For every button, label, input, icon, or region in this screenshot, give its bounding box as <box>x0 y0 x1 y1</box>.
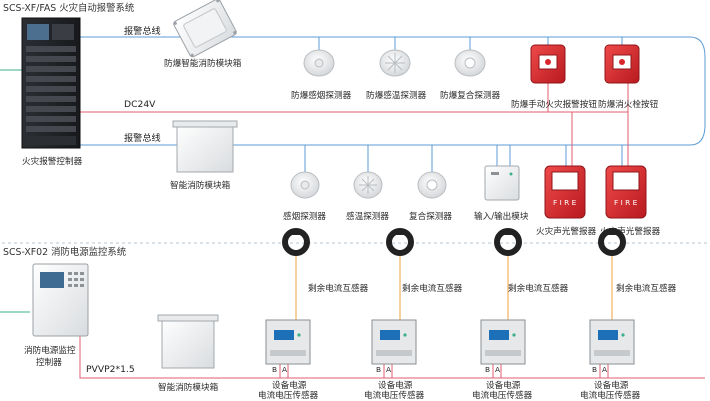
sensor-3-line1: 设备电源 <box>486 379 521 391</box>
pvvp-label: PVVP2*1.5 <box>86 364 135 375</box>
sensor-3-ct-label: 剩余电流互感器 <box>508 282 569 294</box>
io-module-label: 输入/输出模块 <box>474 210 529 222</box>
dc24v-label: DC24V <box>124 99 156 110</box>
sensor-4-line2: 电流电压传感器 <box>580 389 641 401</box>
ex-hydrant-button <box>604 44 640 84</box>
sensor-unit-3 <box>480 319 526 365</box>
sensor-2: 剩余电流互感器 B A 设备电源 电流电压传感器 <box>364 228 463 401</box>
sounder-strobe-2: F I R E <box>605 165 647 219</box>
sensor-1-line1: 设备电源 <box>272 379 307 391</box>
sensor-1-term-a: A <box>282 365 287 374</box>
current-transformer-2 <box>386 228 414 256</box>
power-system-title: SCS-XF02 消防电源监控系统 <box>3 246 126 258</box>
current-transformer-3 <box>494 228 522 256</box>
power-bus <box>79 335 705 379</box>
heat-detector <box>353 171 383 199</box>
current-transformer-4 <box>598 228 626 256</box>
sensor-1: 剩余电流互感器 B A 设备电源 电流电压传感器 <box>258 228 369 401</box>
composite-label: 复合探测器 <box>409 210 452 222</box>
ex-heat-label: 防爆感温探测器 <box>366 89 427 101</box>
power-monitor-controller <box>32 263 89 337</box>
sensor-3-term-b: B <box>485 365 490 374</box>
sensor-unit-4 <box>589 319 635 365</box>
fas-system-title: SCS-XF/FAS 火灾自动报警系统 <box>3 2 134 14</box>
power-controller-label-2: 控制器 <box>36 356 62 368</box>
sensor-unit-2 <box>371 319 417 365</box>
sensor-2-line1: 设备电源 <box>378 379 413 391</box>
composite-detector <box>417 171 447 199</box>
ex-smoke-detector <box>303 49 335 77</box>
alarm-bus-label-2: 报警总线 <box>124 132 161 144</box>
fire-alarm-controller <box>21 17 81 149</box>
current-transformer-1 <box>282 228 310 256</box>
sensor-4-term-b: B <box>592 365 597 374</box>
power-module-box <box>157 314 219 369</box>
smoke-label: 感烟探测器 <box>283 210 326 222</box>
ex-manual-alarm-button <box>530 44 566 84</box>
sounder-strobe-1: F I R E <box>544 165 586 219</box>
smoke-detector <box>290 171 320 199</box>
alarm-bus-top <box>80 36 706 146</box>
sensor-3-term-a: A <box>495 365 500 374</box>
sensor-1-term-b: B <box>272 365 277 374</box>
power-module-box-label: 智能消防模块箱 <box>158 381 219 393</box>
alarm-bus-label-1: 报警总线 <box>124 25 161 37</box>
sensor-4: 剩余电流互感器 B A 设备电源 电流电压传感器 <box>580 228 677 401</box>
sensor-unit-1 <box>265 319 311 365</box>
heat-label: 感温探测器 <box>346 210 389 222</box>
sensor-2-term-b: B <box>376 365 381 374</box>
power-controller-label-1: 消防电源监控 <box>24 344 76 356</box>
sounder-2-tag: F I R E <box>614 198 638 207</box>
sensor-2-term-a: A <box>386 365 391 374</box>
ex-heat-detector <box>379 49 411 77</box>
sensor-2-line2: 电流电压传感器 <box>364 389 425 401</box>
sensor-4-term-a: A <box>602 365 607 374</box>
ex-composite-detector <box>454 49 486 77</box>
smart-module-box <box>172 120 238 173</box>
io-module <box>484 165 520 201</box>
sensor-3-line2: 电流电压传感器 <box>472 389 533 401</box>
module-box-label: 智能消防模块箱 <box>170 179 231 191</box>
ex-smoke-label: 防爆感烟探测器 <box>291 89 352 101</box>
ex-module-box <box>173 0 237 58</box>
ex-hydrant-label: 防爆消火栓按钮 <box>598 98 659 110</box>
ex-composite-label: 防爆复合探测器 <box>440 89 501 101</box>
sensor-4-line1: 设备电源 <box>594 379 629 391</box>
sounder-1-label: 火灾声光警报器 <box>536 225 597 237</box>
wiring <box>0 36 708 379</box>
sounder-1-tag: F I R E <box>553 198 577 207</box>
sensor-3: 剩余电流互感器 B A 设备电源 电流电压传感器 <box>472 228 569 401</box>
sensor-1-line2: 电流电压传感器 <box>258 389 319 401</box>
dc24v-line <box>80 70 629 168</box>
fire-controller-label: 火灾报警控制器 <box>22 155 83 167</box>
ex-module-box-label: 防爆智能消防模块箱 <box>164 57 242 69</box>
sensor-2-ct-label: 剩余电流互感器 <box>402 282 463 294</box>
ex-manual-alarm-label: 防爆手动火灾报警按钮 <box>511 98 597 110</box>
sensor-4-ct-label: 剩余电流互感器 <box>616 282 677 294</box>
sensor-1-ct-label: 剩余电流互感器 <box>308 282 369 294</box>
